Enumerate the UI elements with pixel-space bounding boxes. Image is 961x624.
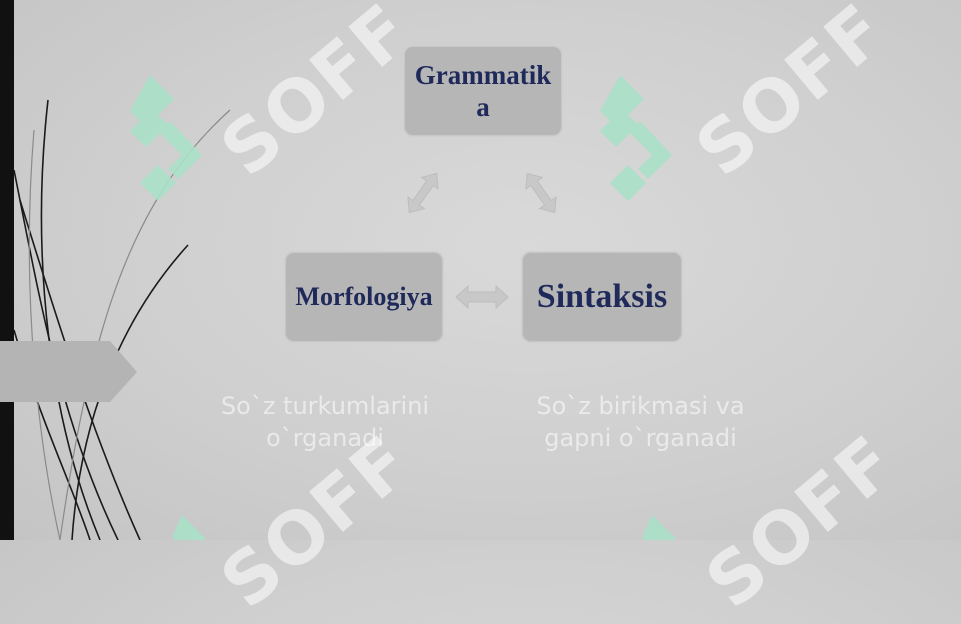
arrow-tab-shape (0, 341, 137, 402)
morfologiya-box: Morfologiya (284, 251, 444, 343)
morfologiya-description: So`z turkumlarini o`rganadi (220, 392, 430, 453)
arrow-top-right (525, 172, 557, 214)
grammatika-box: Grammatika (403, 45, 563, 137)
left-accent-bar (0, 0, 14, 540)
arrow-horizontal (455, 284, 509, 310)
arrow-top-left (407, 172, 439, 214)
grammatika-label: Grammatika (414, 59, 552, 122)
sintaksis-description: So`z birikmasi va gapni o`rganadi (536, 392, 745, 453)
watermark-text: SOFF (680, 0, 903, 193)
sintaksis-box: Sintaksis (521, 251, 683, 343)
sintaksis-label: Sintaksis (536, 277, 668, 315)
morfologiya-label: Morfologiya (295, 282, 433, 312)
watermark-text: SOFF (205, 0, 428, 193)
